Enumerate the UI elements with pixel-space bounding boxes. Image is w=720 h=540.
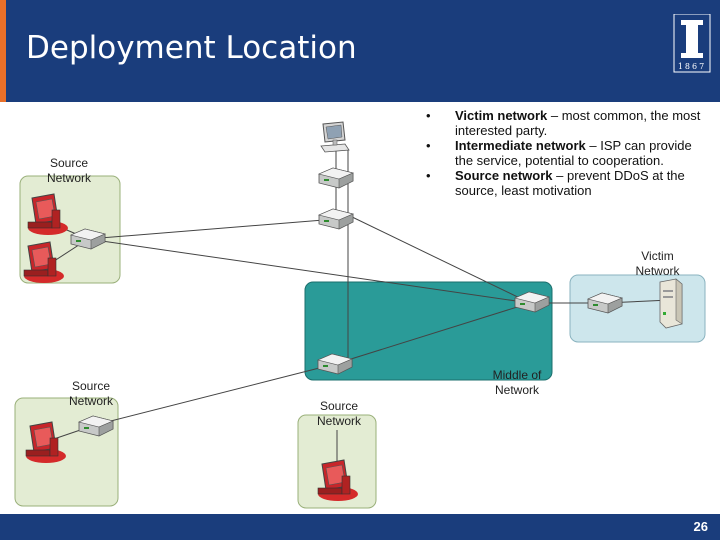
bullet-text: – most common, the most interested party…: [455, 108, 701, 138]
bullet-item: •Intermediate network – ISP can provide …: [426, 138, 692, 168]
bullet-term: Victim network: [455, 108, 548, 123]
middle-network-region: [304, 281, 553, 381]
bullet-text: – prevent DDoS at the source, least moti…: [455, 168, 685, 198]
university-column-logo-icon: [673, 14, 711, 73]
client-pc-icon: [320, 121, 350, 153]
label-source-network-bottom-left: Source Network: [68, 379, 113, 408]
bullet-item: •Victim network – most common, the most …: [426, 108, 701, 138]
bullet-term: Intermediate network: [455, 138, 586, 153]
victim-server-icon: [659, 278, 683, 329]
bullet-list: •Victim network – most common, the most …: [420, 108, 710, 198]
logo-year: 1867: [677, 62, 707, 71]
footer-bar: 26: [0, 514, 720, 540]
label-source-network-bottom-middle: Source Network: [316, 399, 361, 428]
slide-title: Deployment Location: [26, 30, 357, 66]
accent-stripe: [0, 0, 6, 102]
label-source-network-top: Source Network: [46, 156, 91, 185]
label-victim-network: Victim Network: [635, 249, 680, 278]
label-middle-of-network: Middle of Network: [492, 368, 542, 397]
header-bar: Deployment Location 1867: [0, 0, 720, 102]
bullet-text: – ISP can provide the service, potential…: [455, 138, 692, 168]
page-number: 26: [693, 519, 708, 534]
bullet-item: •Source network – prevent DDoS at the so…: [426, 168, 685, 198]
bullet-term: Source network: [455, 168, 553, 183]
